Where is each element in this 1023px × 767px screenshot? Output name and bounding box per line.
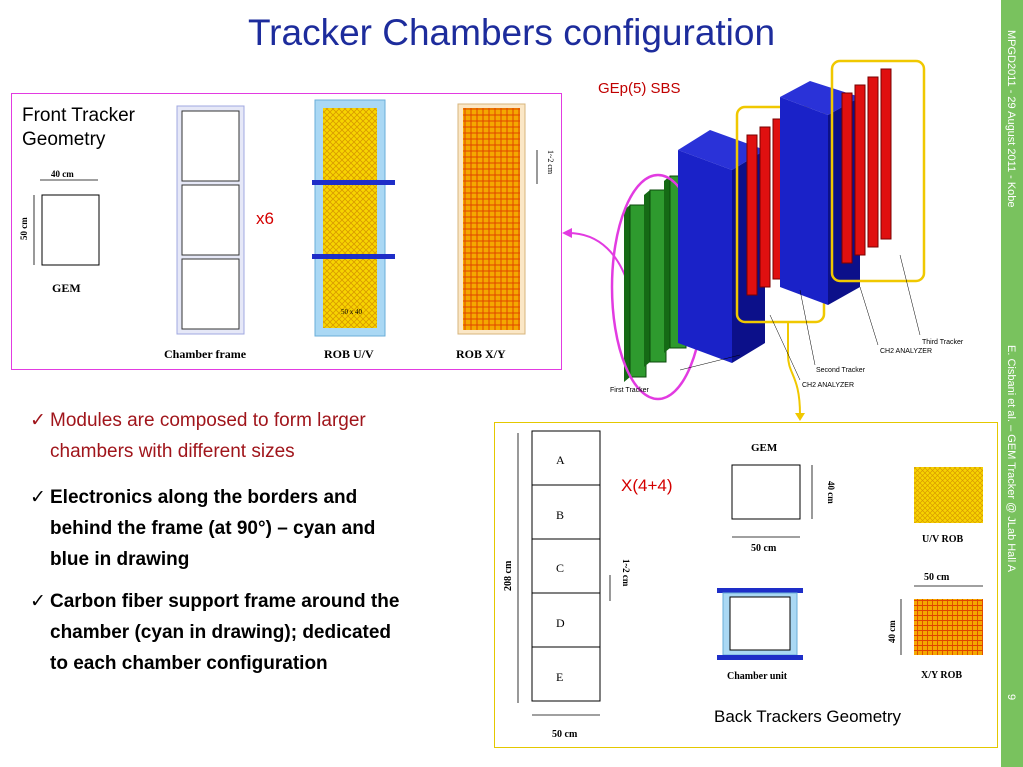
rob-xy: 1~2 cm ROB X/Y — [456, 103, 555, 361]
bullet-1: ✓ Modules are composed to form larger ch… — [30, 405, 490, 467]
second-tracker-label: Second Tracker — [816, 367, 866, 374]
front-drawing: 40 cm 50 cm GEM Chamber frame x6 50 x 40… — [19, 99, 555, 361]
tracker-schematic: First Tracker CH2 ANALYZER Second Tracke… — [562, 59, 964, 421]
front-heading: Front Tracker Geometry — [22, 104, 135, 152]
frame-label: Chamber frame — [164, 347, 247, 361]
module-c: C — [556, 561, 564, 575]
sidebar-band: MPGD2011 - 29 August 2011 - Kobe E. Cisb… — [1001, 0, 1023, 767]
module-a: A — [556, 453, 565, 467]
bullet-1-line1: Modules are composed to form larger — [50, 410, 366, 431]
back-link-arrow — [787, 322, 801, 416]
front-multiplier: x6 — [256, 209, 274, 228]
back-gem-label: GEM — [751, 442, 778, 454]
schematic-label: GEp(5) SBS — [598, 80, 681, 97]
front-gem-label: GEM — [52, 281, 81, 295]
first-tracker-label: First Tracker — [610, 387, 650, 394]
rob-uv-size: 50 x 40 — [341, 308, 363, 316]
front-gem-width: 40 cm — [51, 169, 74, 179]
ch2-analyzer-2-label: CH2 ANALYZER — [880, 348, 932, 355]
module-d: D — [556, 616, 565, 630]
bullet-3-line2: chamber (cyan in drawing); dedicated — [50, 622, 392, 643]
ch2-analyzer-1-label: CH2 ANALYZER — [802, 382, 854, 389]
front-gem-height: 50 cm — [19, 217, 29, 240]
back-xy-width: 50 cm — [924, 572, 950, 583]
back-xy-label: X/Y ROB — [921, 670, 962, 681]
check-icon: ✓ — [30, 410, 46, 431]
bullet-2-line2: behind the frame (at 90°) – cyan and — [50, 518, 376, 539]
first-tracker — [624, 175, 687, 382]
sidebar-conference: MPGD2011 - 29 August 2011 - Kobe — [1005, 30, 1017, 208]
front-heading-line1: Front Tracker — [22, 105, 135, 126]
front-link-arrow — [567, 232, 631, 291]
module-b: B — [556, 508, 564, 522]
back-drawing: 208 cm A B C D E 1~2 cm 50 cm X(4+4) GEM… — [503, 430, 983, 740]
bullet-2: ✓ Electronics along the borders and behi… — [30, 482, 490, 575]
bullet-3-line1: Carbon fiber support frame around the — [50, 591, 400, 612]
bullet-3-line3: to each chamber configuration — [50, 653, 328, 674]
bullet-1-line2: chambers with different sizes — [50, 441, 295, 462]
bullet-2-line3: blue in drawing — [50, 549, 190, 570]
front-gem-sketch: 40 cm 50 cm GEM — [19, 169, 100, 295]
page-number: 9 — [1005, 694, 1017, 701]
rob-uv: 50 x 40 ROB U/V — [312, 99, 395, 361]
back-gem-width: 50 cm — [751, 543, 777, 554]
rob-xy-pitch: 1~2 cm — [546, 150, 555, 175]
back-pitch-label: 1~2 cm — [621, 559, 631, 587]
back-chamber-unit: Chamber unit — [717, 588, 803, 682]
rob-xy-label: ROB X/Y — [456, 347, 506, 361]
check-icon: ✓ — [30, 591, 46, 612]
module-e: E — [556, 670, 563, 684]
back-chamber-column: 208 cm A B C D E 1~2 cm 50 cm — [503, 430, 631, 740]
back-uv-rob: U/V ROB — [914, 467, 983, 545]
sidebar-author: E. Cisbani et al. – GEM Tracker @ JLab H… — [1005, 345, 1017, 572]
back-tracker-panel: 208 cm A B C D E 1~2 cm 50 cm X(4+4) GEM… — [494, 422, 998, 748]
front-tracker-panel: Front Tracker Geometry 40 cm 50 cm GEM — [11, 93, 562, 370]
back-unit-label: Chamber unit — [727, 671, 788, 682]
check-icon: ✓ — [30, 487, 46, 508]
bullet-2-line1: Electronics along the borders and — [50, 487, 358, 508]
back-width-label: 50 cm — [552, 729, 578, 740]
front-chamber-frame: Chamber frame — [164, 105, 247, 361]
back-gem: GEM 40 cm 50 cm — [731, 442, 836, 554]
bullet-3: ✓ Carbon fiber support frame around the … — [30, 586, 490, 679]
back-height-label: 208 cm — [503, 560, 514, 591]
back-uv-label: U/V ROB — [922, 534, 964, 545]
back-xy-height: 40 cm — [887, 620, 897, 643]
back-caption: Back Trackers Geometry — [714, 707, 902, 726]
rob-uv-label: ROB U/V — [324, 347, 374, 361]
front-heading-line2: Geometry — [22, 129, 106, 150]
slide-title: Tracker Chambers configuration — [247, 12, 776, 53]
third-tracker-highlight — [830, 59, 926, 283]
third-tracker — [841, 68, 892, 264]
back-multiplier: X(4+4) — [621, 476, 673, 495]
back-gem-height: 40 cm — [826, 481, 836, 504]
back-xy-rob: 50 cm 40 cm X/Y ROB — [887, 572, 983, 681]
third-tracker-label: Third Tracker — [922, 339, 964, 346]
